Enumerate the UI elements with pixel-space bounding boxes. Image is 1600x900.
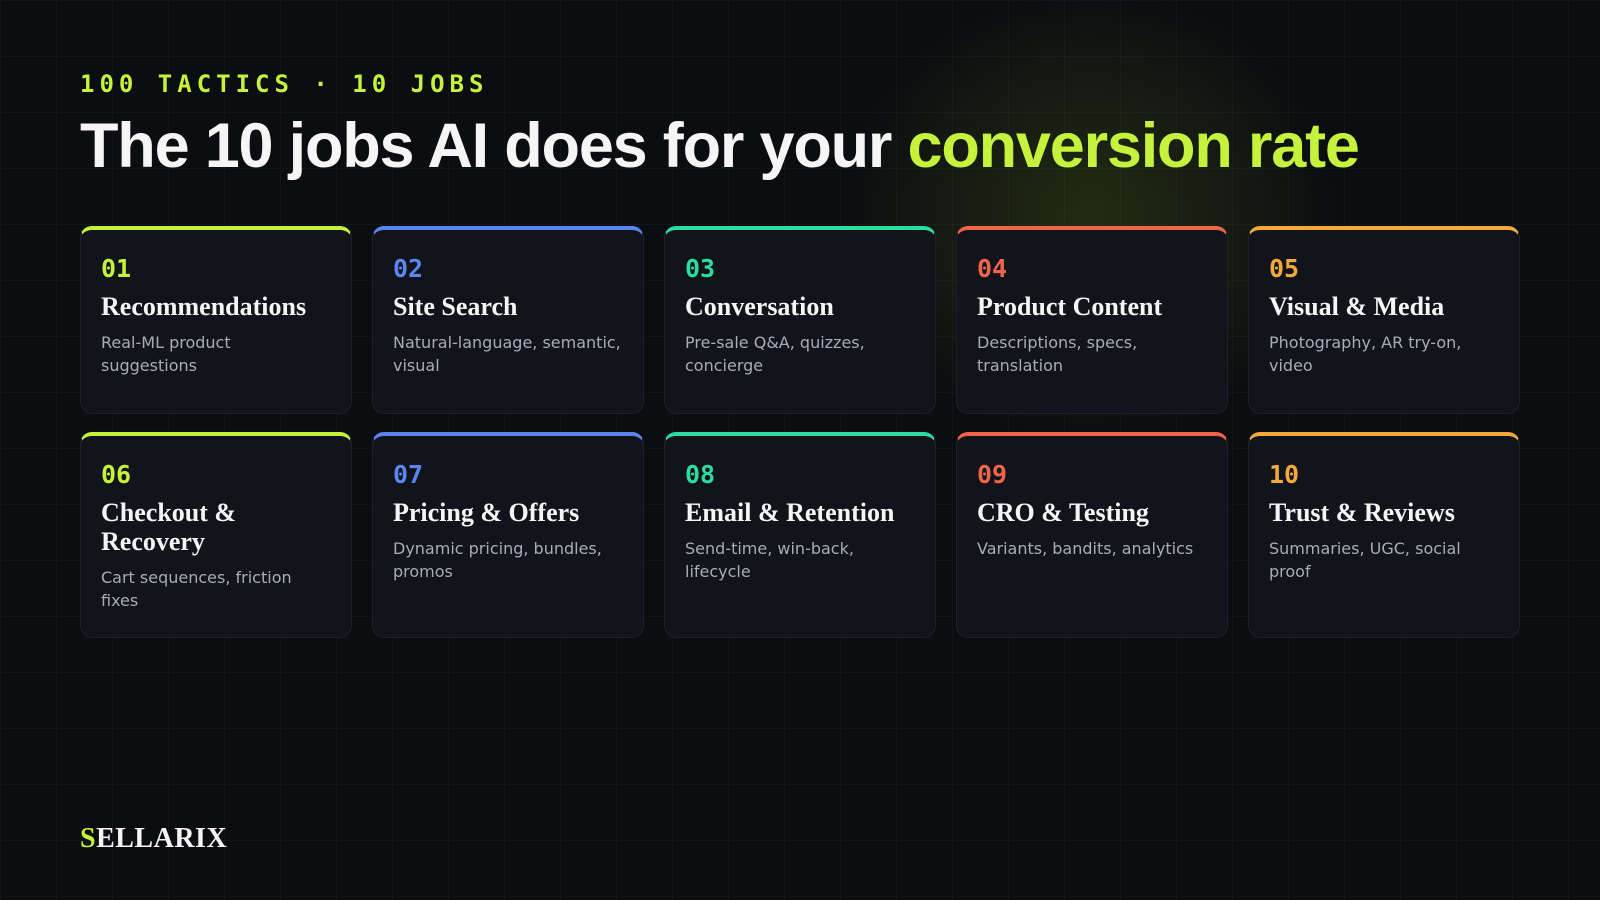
job-title: Site Search [393,292,518,321]
job-description: Pre-sale Q&A, quizzes, concierge [685,333,865,375]
job-card: 08 Email & Retention Send-time, win-back… [664,432,936,638]
brand-logo: SELLARIX [80,822,227,856]
job-title: CRO & Testing [977,498,1149,527]
job-card: 05 Visual & Media Photography, AR try-on… [1248,226,1520,414]
job-card: 07 Pricing & Offers Dynamic pricing, bun… [372,432,644,638]
job-description: Cart sequences, friction fixes [101,568,292,610]
job-title: Recommendations [101,292,307,321]
job-card: 03 Conversation Pre-sale Q&A, quizzes, c… [664,226,936,414]
brand-logo-initial: S [80,823,97,854]
jobs-grid: 01 Recommendations Real-ML product sugge… [80,226,1520,638]
job-description: Variants, bandits, analytics [977,539,1194,558]
job-number: 02 [393,254,424,283]
job-title: Visual & Media [1269,292,1445,321]
job-description: Dynamic pricing, bundles, promos [393,539,602,581]
page-title-accent: conversion rate [907,111,1360,181]
page-title: The 10 jobs AI does for your conversion … [80,106,1360,186]
job-title: Checkout & Recovery [101,498,237,556]
job-number: 07 [393,460,424,489]
job-card: 04 Product Content Descriptions, specs, … [956,226,1228,414]
job-card: 06 Checkout & Recovery Cart sequences, f… [80,432,352,638]
job-number: 04 [977,254,1008,283]
job-number: 05 [1269,254,1300,283]
job-number: 03 [685,254,716,283]
job-description: Summaries, UGC, social proof [1269,539,1461,581]
job-number: 10 [1269,460,1300,489]
job-description: Natural-language, semantic, visual [393,333,621,375]
job-description: Real-ML product suggestions [101,333,231,375]
job-title: Pricing & Offers [393,498,580,527]
job-number: 06 [101,460,132,489]
job-card: 10 Trust & Reviews Summaries, UGC, socia… [1248,432,1520,638]
job-description: Photography, AR try-on, video [1269,333,1462,375]
job-title: Trust & Reviews [1269,498,1455,527]
job-title: Email & Retention [685,498,895,527]
job-description: Send-time, win-back, lifecycle [685,539,854,581]
job-number: 09 [977,460,1008,489]
job-title: Conversation [685,292,834,321]
job-description: Descriptions, specs, translation [977,333,1138,375]
job-number: 01 [101,254,132,283]
page-title-main: The 10 jobs AI does for your [80,111,908,181]
job-title: Product Content [977,292,1163,321]
brand-logo-rest: ELLARIX [96,823,228,854]
job-card: 02 Site Search Natural-language, semanti… [372,226,644,414]
eyebrow-label: 100 TACTICS · 10 JOBS [80,70,489,98]
job-card: 09 CRO & Testing Variants, bandits, anal… [956,432,1228,638]
job-number: 08 [685,460,716,489]
job-card: 01 Recommendations Real-ML product sugge… [80,226,352,414]
